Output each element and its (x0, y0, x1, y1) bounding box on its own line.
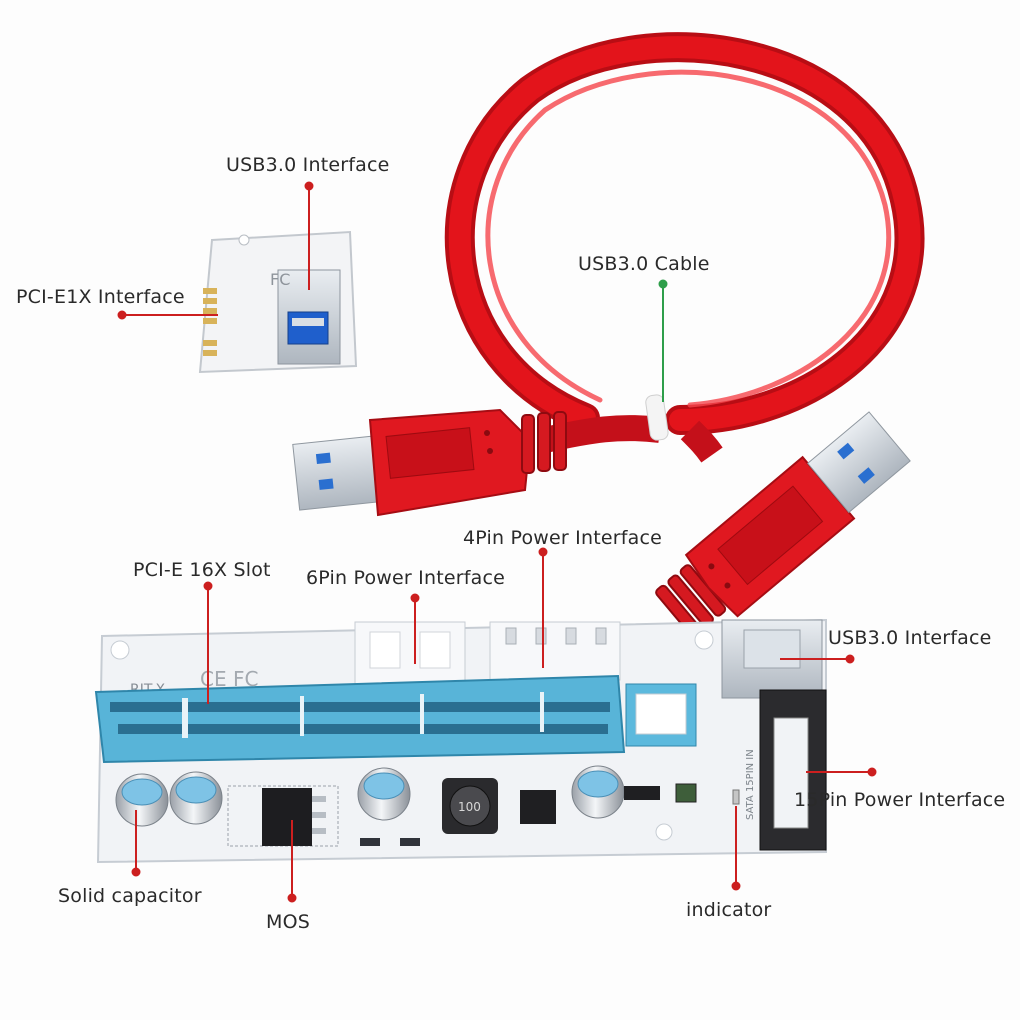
label-pci-e16x-slot: PCI-E 16X Slot (133, 559, 271, 581)
svg-text:100: 100 (458, 800, 481, 814)
usb-plug-left (292, 408, 567, 517)
leader-lines (117, 181, 877, 903)
label-mos: MOS (266, 911, 311, 933)
label-indicator: indicator (686, 899, 772, 921)
capacitors (115, 765, 625, 827)
label-usb30-interface-top: USB3.0 Interface (226, 154, 390, 176)
label-usb30-cable: USB3.0 Cable (578, 253, 710, 275)
usb-plug-right (655, 411, 911, 638)
label-4pin-power-interface: 4Pin Power Interface (463, 527, 663, 549)
label-15pin-power-interface: 15Pin Power Interface (794, 789, 1006, 811)
riser-board: RIT-X CE FC SATA 15PIN IN (94, 618, 827, 864)
usb-cable (444, 32, 925, 463)
cable-leader (658, 279, 668, 402)
label-6pin-power-interface: 6Pin Power Interface (306, 567, 506, 589)
label-pci-e1x-interface: PCI-E1X Interface (16, 286, 185, 308)
label-solid-capacitor: Solid capacitor (58, 885, 202, 907)
svg-text:SATA 15PIN IN: SATA 15PIN IN (745, 749, 756, 820)
svg-text:FC: FC (270, 270, 290, 289)
label-usb30-interface-right: USB3.0 Interface (828, 627, 992, 649)
pcie-1x-card: FC (198, 230, 358, 374)
